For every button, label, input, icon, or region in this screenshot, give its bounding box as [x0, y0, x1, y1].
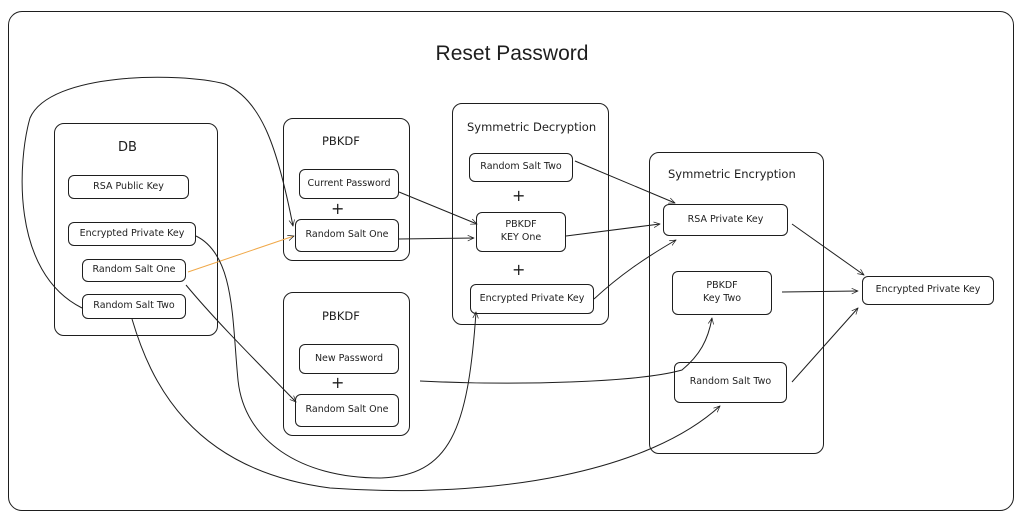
arrow-decryption-encrypted-key-to-rsa-private-key	[593, 240, 676, 300]
decryption-encrypted-private-key: Encrypted Private Key	[470, 284, 594, 314]
arrow-db-salt-one-to-pbkdf-salt-one	[187, 236, 294, 273]
pbkdf-new-password: New Password	[299, 344, 399, 374]
db-random-salt-one: Random Salt One	[82, 259, 186, 282]
group-pbkdf-current	[283, 118, 410, 261]
arrow-db-salt-one-to-new-pbkdf-salt-one	[185, 284, 296, 402]
pbkdf-new-random-salt-one: Random Salt One	[295, 394, 399, 427]
group-pbkdf-new	[283, 292, 410, 436]
arrow-db-salt-two-loop-to-pbkdf-salt-one	[21, 76, 293, 309]
plus-sign: +	[512, 186, 526, 205]
arrow-current-password-to-key-one	[398, 191, 477, 224]
decryption-pbkdf-key-one: PBKDF KEY One	[476, 212, 566, 252]
arrow-db-salt-two-to-encryption-salt-two	[131, 318, 720, 492]
plus-sign: +	[331, 373, 345, 392]
encryption-random-salt-two: Random Salt Two	[674, 362, 787, 403]
group-symmetric-decryption-label: Symmetric Decryption	[467, 120, 597, 134]
arrow-decryption-salt-two-to-rsa-private-key	[574, 160, 675, 203]
db-encrypted-private-key: Encrypted Private Key	[68, 222, 196, 246]
arrow-encryption-salt-two-to-output	[791, 308, 858, 383]
plus-sign: +	[331, 199, 345, 218]
arrow-rsa-private-key-to-output	[791, 223, 864, 275]
db-random-salt-two: Random Salt Two	[82, 294, 186, 319]
output-encrypted-private-key: Encrypted Private Key	[862, 276, 994, 305]
db-rsa-public-key: RSA Public Key	[68, 175, 189, 199]
group-db	[54, 123, 218, 336]
pbkdf-current-random-salt-one: Random Salt One	[295, 219, 399, 252]
arrow-db-encrypted-key-to-decryption-encrypted-key	[195, 235, 476, 479]
diagram-frame	[8, 11, 1014, 511]
group-db-label: DB	[118, 140, 137, 155]
encryption-rsa-private-key: RSA Private Key	[663, 204, 788, 236]
plus-sign: +	[512, 260, 526, 279]
arrow-new-pbkdf-to-key-two	[419, 318, 712, 384]
arrow-key-one-to-rsa-private-key	[565, 224, 660, 237]
encryption-pbkdf-key-two: PBKDF Key Two	[672, 271, 772, 315]
decryption-random-salt-two: Random Salt Two	[469, 153, 573, 182]
pbkdf-current-password: Current Password	[299, 169, 399, 199]
group-symmetric-encryption-label: Symmetric Encryption	[668, 167, 796, 181]
group-pbkdf-new-label: PBKDF	[322, 309, 360, 323]
arrow-salt-one-to-key-one	[398, 238, 474, 239]
diagram-title: Reset Password	[435, 42, 589, 65]
group-symmetric-encryption	[649, 152, 824, 454]
group-pbkdf-current-label: PBKDF	[322, 134, 360, 148]
arrow-key-two-to-output	[781, 291, 858, 292]
